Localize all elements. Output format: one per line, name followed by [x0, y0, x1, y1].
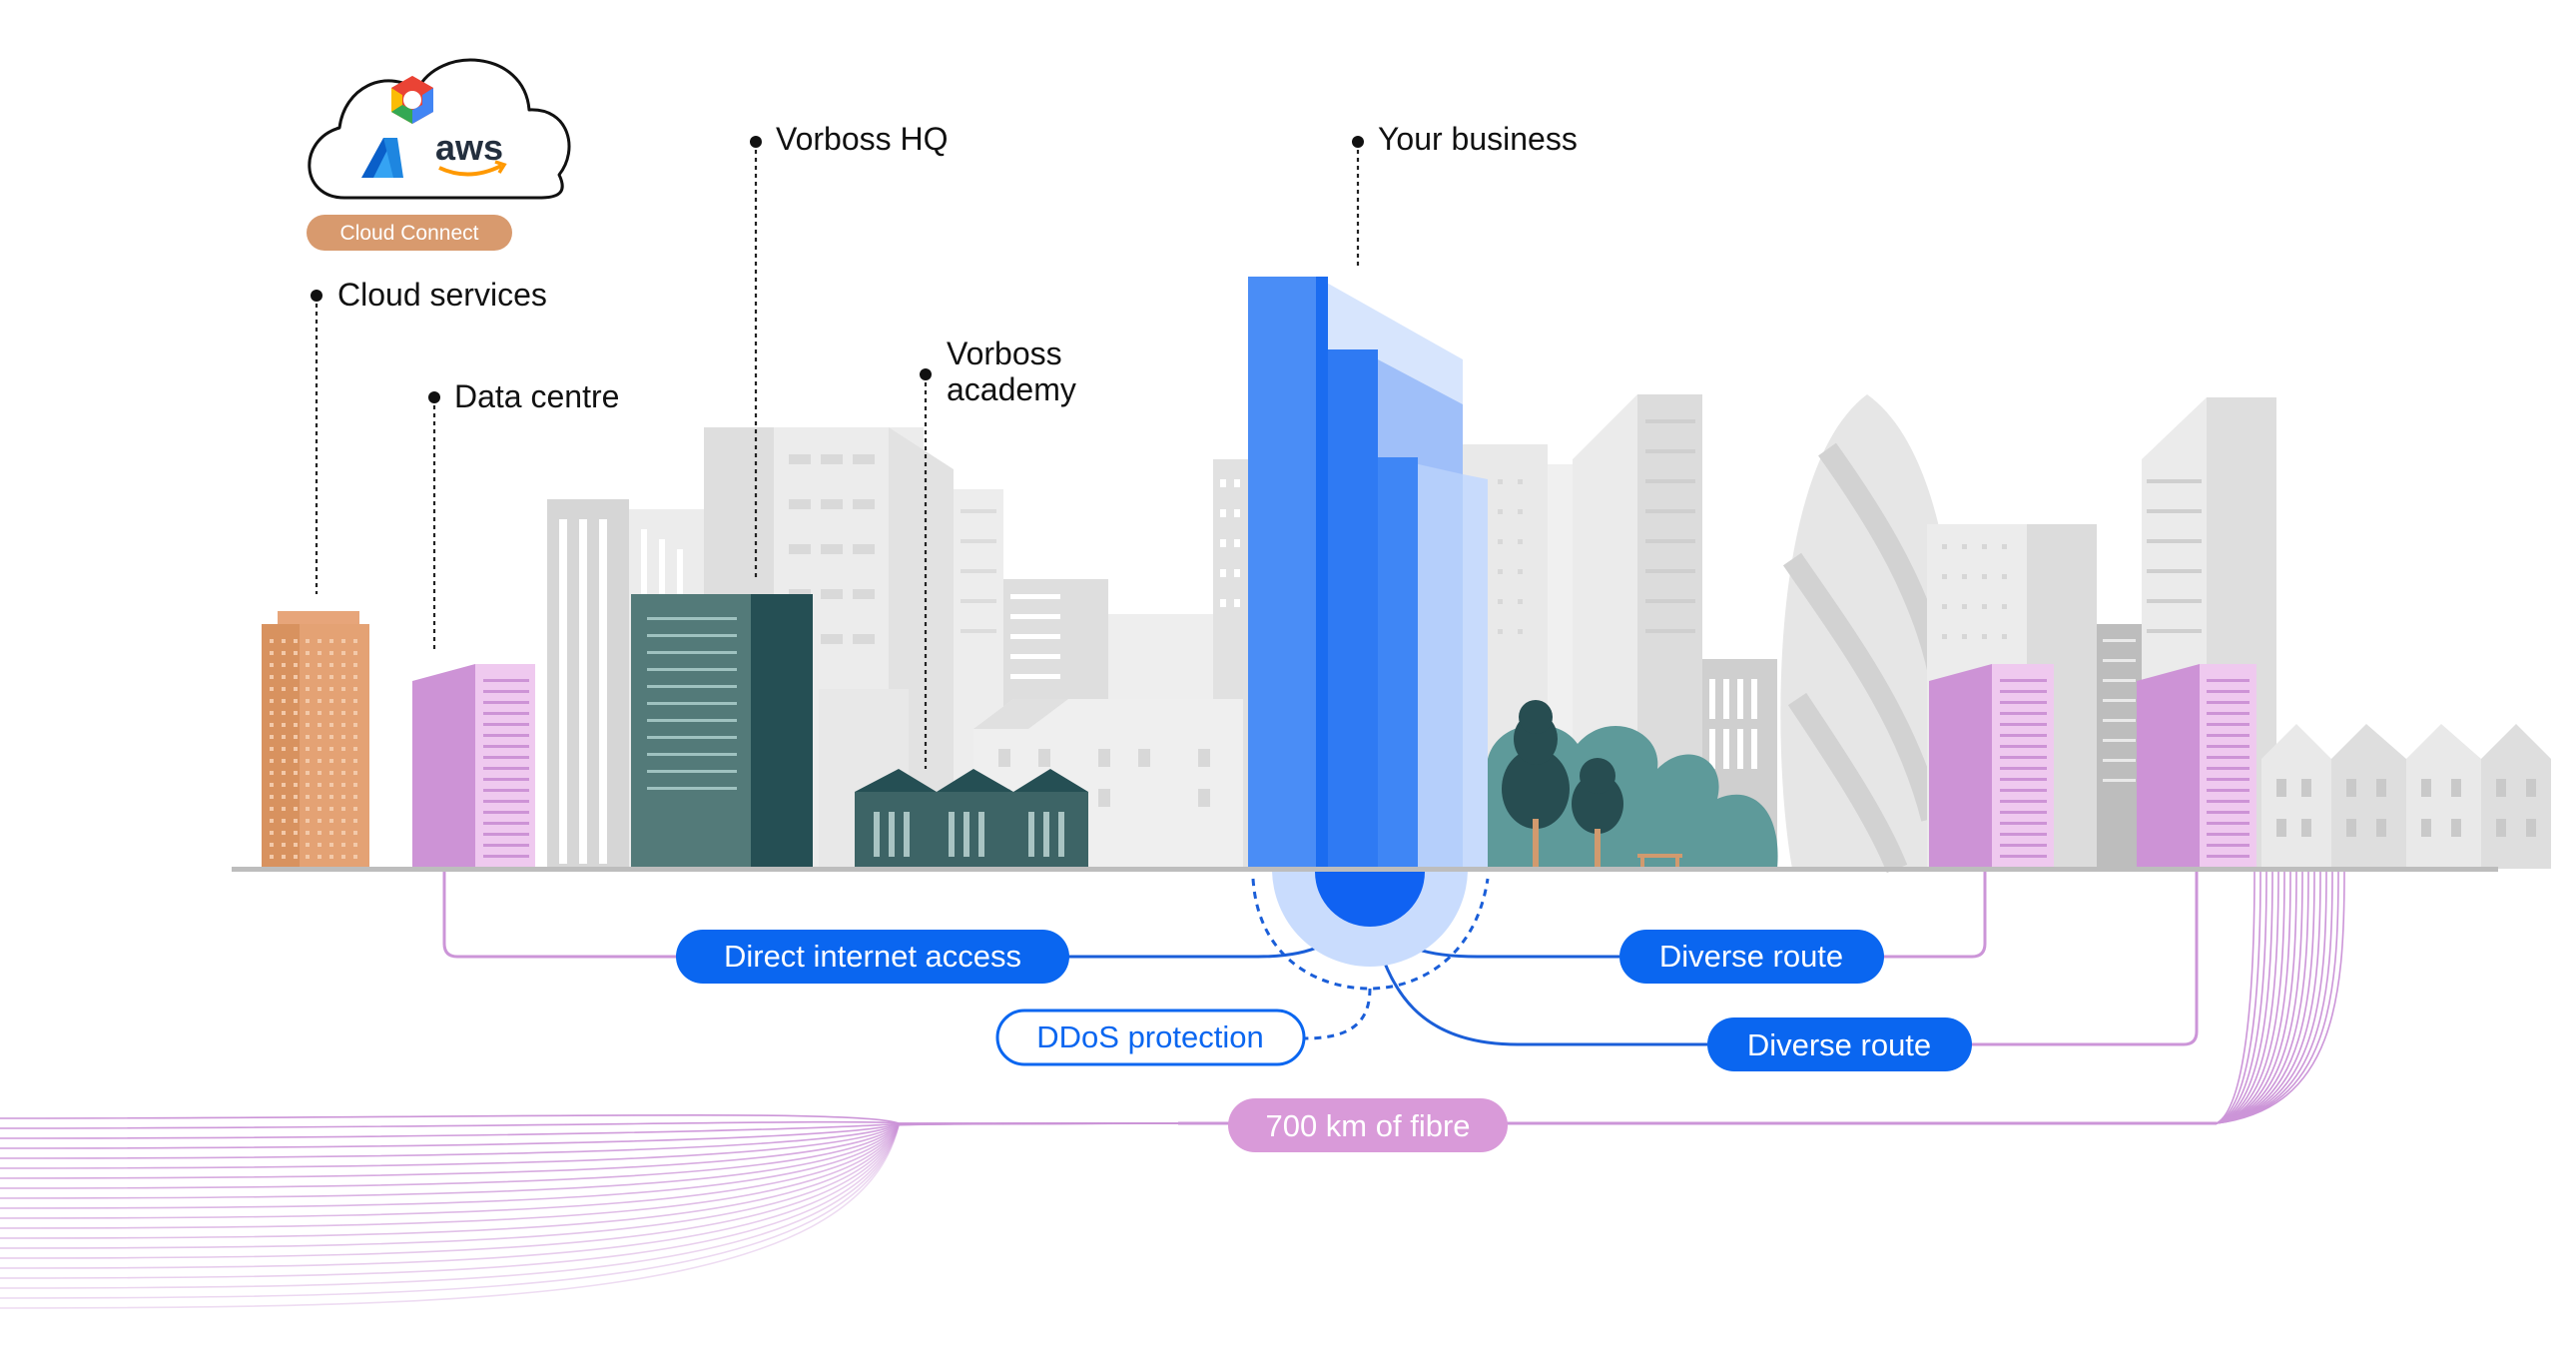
callout-dot-data-centre: [428, 391, 440, 403]
fibre-pill: 700 km of fibre: [1228, 1098, 1508, 1152]
park-trees: [1488, 700, 1778, 869]
azure-icon: [361, 138, 403, 178]
cloud-services-label: Cloud services: [337, 277, 547, 313]
your-business-label: Your business: [1378, 121, 1578, 157]
cloud-connect-label: Cloud Connect: [340, 222, 479, 245]
diverse-route-pill-1: Diverse route: [1619, 930, 1884, 984]
callout-leaders: [315, 142, 1360, 769]
google-cloud-icon: [391, 76, 433, 124]
aws-text: aws: [435, 127, 503, 168]
vorboss-hq-label: Vorboss HQ: [776, 121, 949, 157]
ddos-protection-label: DDoS protection: [1036, 1019, 1263, 1054]
callout-dot-vorboss-academy: [920, 368, 932, 380]
pink-building-right-1: [1929, 664, 2054, 869]
network-hub: [1272, 872, 1468, 967]
diverse-route-label-2: Diverse route: [1747, 1027, 1931, 1062]
direct-internet-access-label: Direct internet access: [724, 939, 1021, 974]
your-business-building: [1248, 277, 1488, 869]
callout-dot-cloud-services: [311, 290, 322, 302]
direct-internet-access-pill: Direct internet access: [676, 930, 1069, 984]
vorboss-academy-label-line1: Vorboss: [947, 336, 1062, 371]
diverse-route-label-1: Diverse route: [1659, 939, 1843, 974]
ddos-protection-pill: DDoS protection: [995, 1009, 1306, 1066]
cloud-connect-badge: Cloud Connect: [307, 215, 512, 251]
cloud-services-building: [262, 611, 369, 869]
data-centre-label: Data centre: [454, 378, 619, 414]
vorboss-hq-building: [631, 594, 813, 869]
data-centre-building: [412, 664, 535, 869]
vorboss-academy-label-line2: academy: [947, 371, 1076, 407]
cloud-icon: aws: [308, 58, 571, 200]
ground-line: [232, 867, 2498, 872]
aws-icon: aws: [435, 127, 507, 177]
pink-building-right-2: [2137, 664, 2256, 869]
diverse-route-pill-2: Diverse route: [1707, 1017, 1972, 1071]
callout-dot-vorboss-hq: [750, 136, 762, 148]
vorboss-academy-building: [855, 769, 1088, 869]
network-lines: [0, 871, 2345, 1309]
fibre-label: 700 km of fibre: [1265, 1108, 1470, 1143]
callout-dot-your-business: [1352, 136, 1364, 148]
